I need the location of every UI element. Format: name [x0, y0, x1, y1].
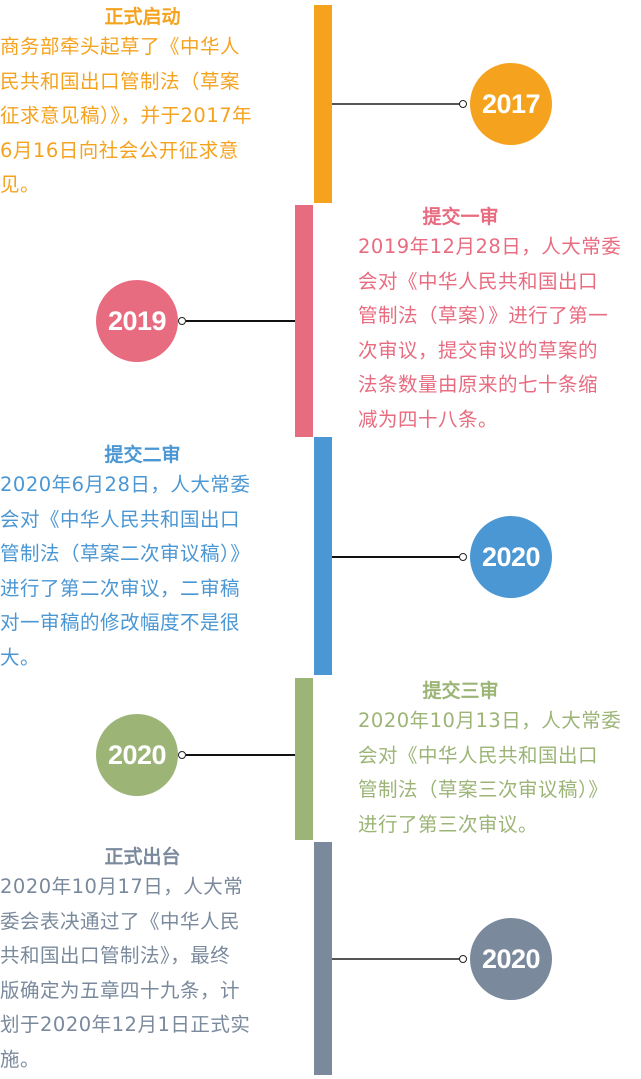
timeline-bar-2019 — [295, 205, 313, 437]
connector-line — [332, 556, 460, 558]
event-line: 2020年10月17日，人大常 — [0, 875, 244, 898]
event-block-2020-third: 提交三审 2020年10月13日，人大常委 会对《中华人民共和国出口 管制法（草… — [358, 678, 641, 842]
event-line: 减为四十八条。 — [358, 407, 499, 431]
event-line: 2019年12月28日，人大常委 — [358, 235, 622, 258]
event-line: 会对《中华人民共和国出口 — [0, 507, 241, 531]
event-line: 委会表决通过了《中华人民 — [0, 909, 241, 933]
event-block-2020-second: 提交二审 2020年6月28日，人大常委 会对《中华人民共和国出口 管制法（草案… — [0, 442, 285, 675]
year-badge: 2017 — [470, 63, 552, 145]
year-badge: 2020 — [470, 918, 552, 1000]
event-title: 提交三审 — [422, 680, 499, 702]
event-block-2020-final: 正式出台 2020年10月17日，人大常 委会表决通过了《中华人民 共和国出口管… — [0, 844, 285, 1077]
event-line: 管制法（草案三次审议稿）》 — [358, 778, 609, 801]
event-line: 见。 — [0, 173, 41, 196]
connector-line — [332, 103, 460, 105]
year-label: 2019 — [107, 305, 167, 336]
event-line: 进行了第二次审议，二审稿 — [0, 576, 241, 600]
event-line: 会对《中华人民共和国出口 — [358, 269, 599, 293]
event-title: 正式启动 — [104, 6, 181, 28]
event-line: 民共和国出口管制法（草案 — [0, 69, 241, 93]
year-badge: 2019 — [96, 280, 178, 362]
connector-dot — [459, 553, 467, 561]
event-line: 法条数量由原来的七十条缩 — [358, 373, 599, 396]
timeline-bar-2017 — [314, 5, 332, 203]
timeline-bar-2020-second — [314, 437, 332, 675]
connector-dot — [459, 100, 467, 108]
event-line: 6月16日向社会公开征求意 — [0, 138, 239, 162]
event-line: 进行了第三次审议。 — [358, 812, 539, 836]
event-line: 2020年6月28日，人大常委 — [0, 473, 251, 496]
connector-line — [186, 320, 295, 322]
event-line: 会对《中华人民共和国出口 — [358, 743, 599, 767]
event-line: 征求意见稿）》，并于2017年 — [0, 104, 253, 127]
year-label: 2020 — [481, 541, 541, 572]
event-line: 管制法（草案二次审议稿）》 — [0, 542, 251, 565]
year-label: 2017 — [481, 88, 541, 119]
event-line: 次审议，提交审议的草案的 — [358, 338, 599, 362]
event-title: 提交二审 — [104, 444, 181, 466]
event-line: 管制法（草案）》进行了第一 — [358, 304, 609, 327]
timeline-bar-2020-third — [295, 678, 313, 840]
event-title: 提交一审 — [422, 206, 499, 228]
connector-dot — [178, 751, 186, 759]
event-line: 对一审稿的修改幅度不是很 — [0, 611, 241, 634]
timeline-bar-2020-final — [314, 842, 332, 1075]
event-line: 划于2020年12月1日正式实 — [0, 1013, 251, 1036]
year-badge: 2020 — [470, 516, 552, 598]
year-badge: 2020 — [96, 714, 178, 796]
event-line: 版确定为五章四十九条，计 — [0, 978, 241, 1002]
event-line: 商务部牵头起草了《中华人 — [0, 35, 241, 58]
connector-dot — [178, 317, 186, 325]
connector-line — [332, 958, 460, 960]
event-block-2017: 正式启动 商务部牵头起草了《中华人 民共和国出口管制法（草案 征求意见稿）》，并… — [0, 4, 285, 203]
event-line: 施。 — [0, 1047, 41, 1071]
event-line: 共和国出口管制法》，最终 — [0, 944, 231, 967]
event-line: 大。 — [0, 645, 41, 669]
connector-line — [186, 754, 295, 756]
event-title: 正式出台 — [104, 846, 181, 868]
connector-dot — [459, 955, 467, 963]
year-label: 2020 — [107, 739, 167, 770]
event-block-2019: 提交一审 2019年12月28日，人大常委 会对《中华人民共和国出口 管制法（草… — [358, 204, 641, 437]
year-label: 2020 — [481, 943, 541, 974]
event-line: 2020年10月13日，人大常委 — [358, 709, 622, 732]
